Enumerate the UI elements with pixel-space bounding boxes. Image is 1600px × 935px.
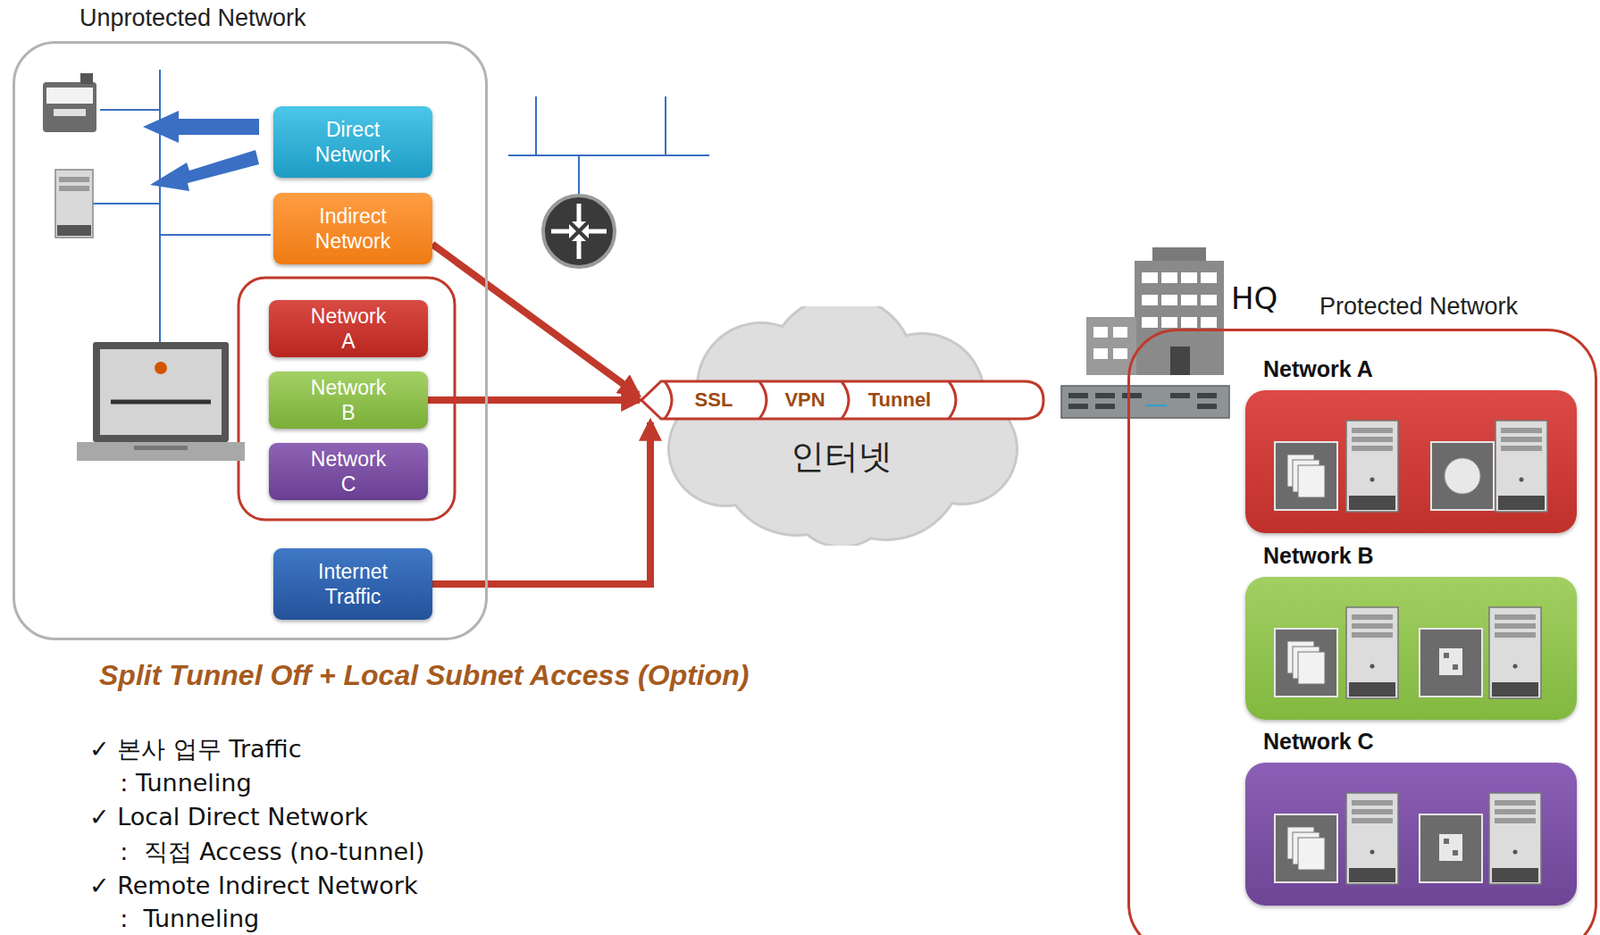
tunnel-arrow [432,244,638,395]
tunnel-label: VPN [760,379,850,421]
laptop-icon [76,342,245,461]
cloud-label: 인터넷 [662,434,1021,480]
tunnel-label: Tunnel [854,379,945,421]
server-group [1274,420,1548,512]
network-heading: Network A [1263,356,1374,383]
vpn-tunnel-band: SSLVPNTunnel [634,379,1046,421]
server-icon [55,169,93,238]
diagram-title: Split Tunnel Off + Local Subnet Access (… [99,659,749,693]
region-heading: Unprotected Network [79,4,307,33]
protected-network-box: Network A [1245,390,1577,534]
bullet-detail: : Tunneling [89,769,252,798]
bullet-note: ✓ 본사 업무 Traffic [89,735,302,764]
printer-icon [42,73,97,133]
network-box: Network B [268,371,428,429]
region-heading: Protected Network [1319,293,1518,321]
internet-cloud: 인터넷 [662,306,1021,546]
bullet-note: ✓ Remote Indirect Network [89,871,419,901]
indirect-network-box: Indirect Network [273,192,433,265]
network-box: Network A [268,300,428,358]
box-label: Indirect Network [307,203,399,254]
network-heading: Network B [1263,543,1374,570]
hq-label: HQ [1231,284,1278,313]
vpn-gateway-device [1061,385,1230,419]
router-symbol [543,195,615,268]
network-box: Network C [268,443,428,501]
protected-network-box: Network B [1245,577,1577,721]
box-label: Network A [302,303,394,354]
protected-network-box: Network C [1245,762,1577,906]
box-label: Network C [302,446,394,497]
tunnel-arrow [432,422,651,585]
direct-network-box: Direct Network [273,106,433,178]
unprotected-region: Unprotected NetworkDirect NetworkIndirec… [12,41,488,641]
box-label: Network B [302,375,394,426]
box-label: Internet Traffic [307,559,399,610]
hq-building [1086,247,1224,376]
bullet-detail: : Tunneling [89,904,260,934]
cloud-shape [662,306,1021,546]
box-label: Direct Network [307,117,399,168]
bullet-detail: : 직접 Access (no-tunnel) [89,837,425,867]
bullet-note: ✓ Local Direct Network [89,803,369,832]
direct-arrows [142,110,260,192]
protected-region: Protected NetworkNetwork ANetwork BNetwo… [1127,328,1598,935]
tunnel-label: SSL [669,379,759,421]
tunnel-arrow [427,396,640,404]
server-group [1274,793,1542,885]
server-group [1274,607,1542,699]
internet-traffic-box: Internet Traffic [273,548,433,620]
group-outline [238,277,455,520]
network-heading: Network C [1263,728,1374,755]
